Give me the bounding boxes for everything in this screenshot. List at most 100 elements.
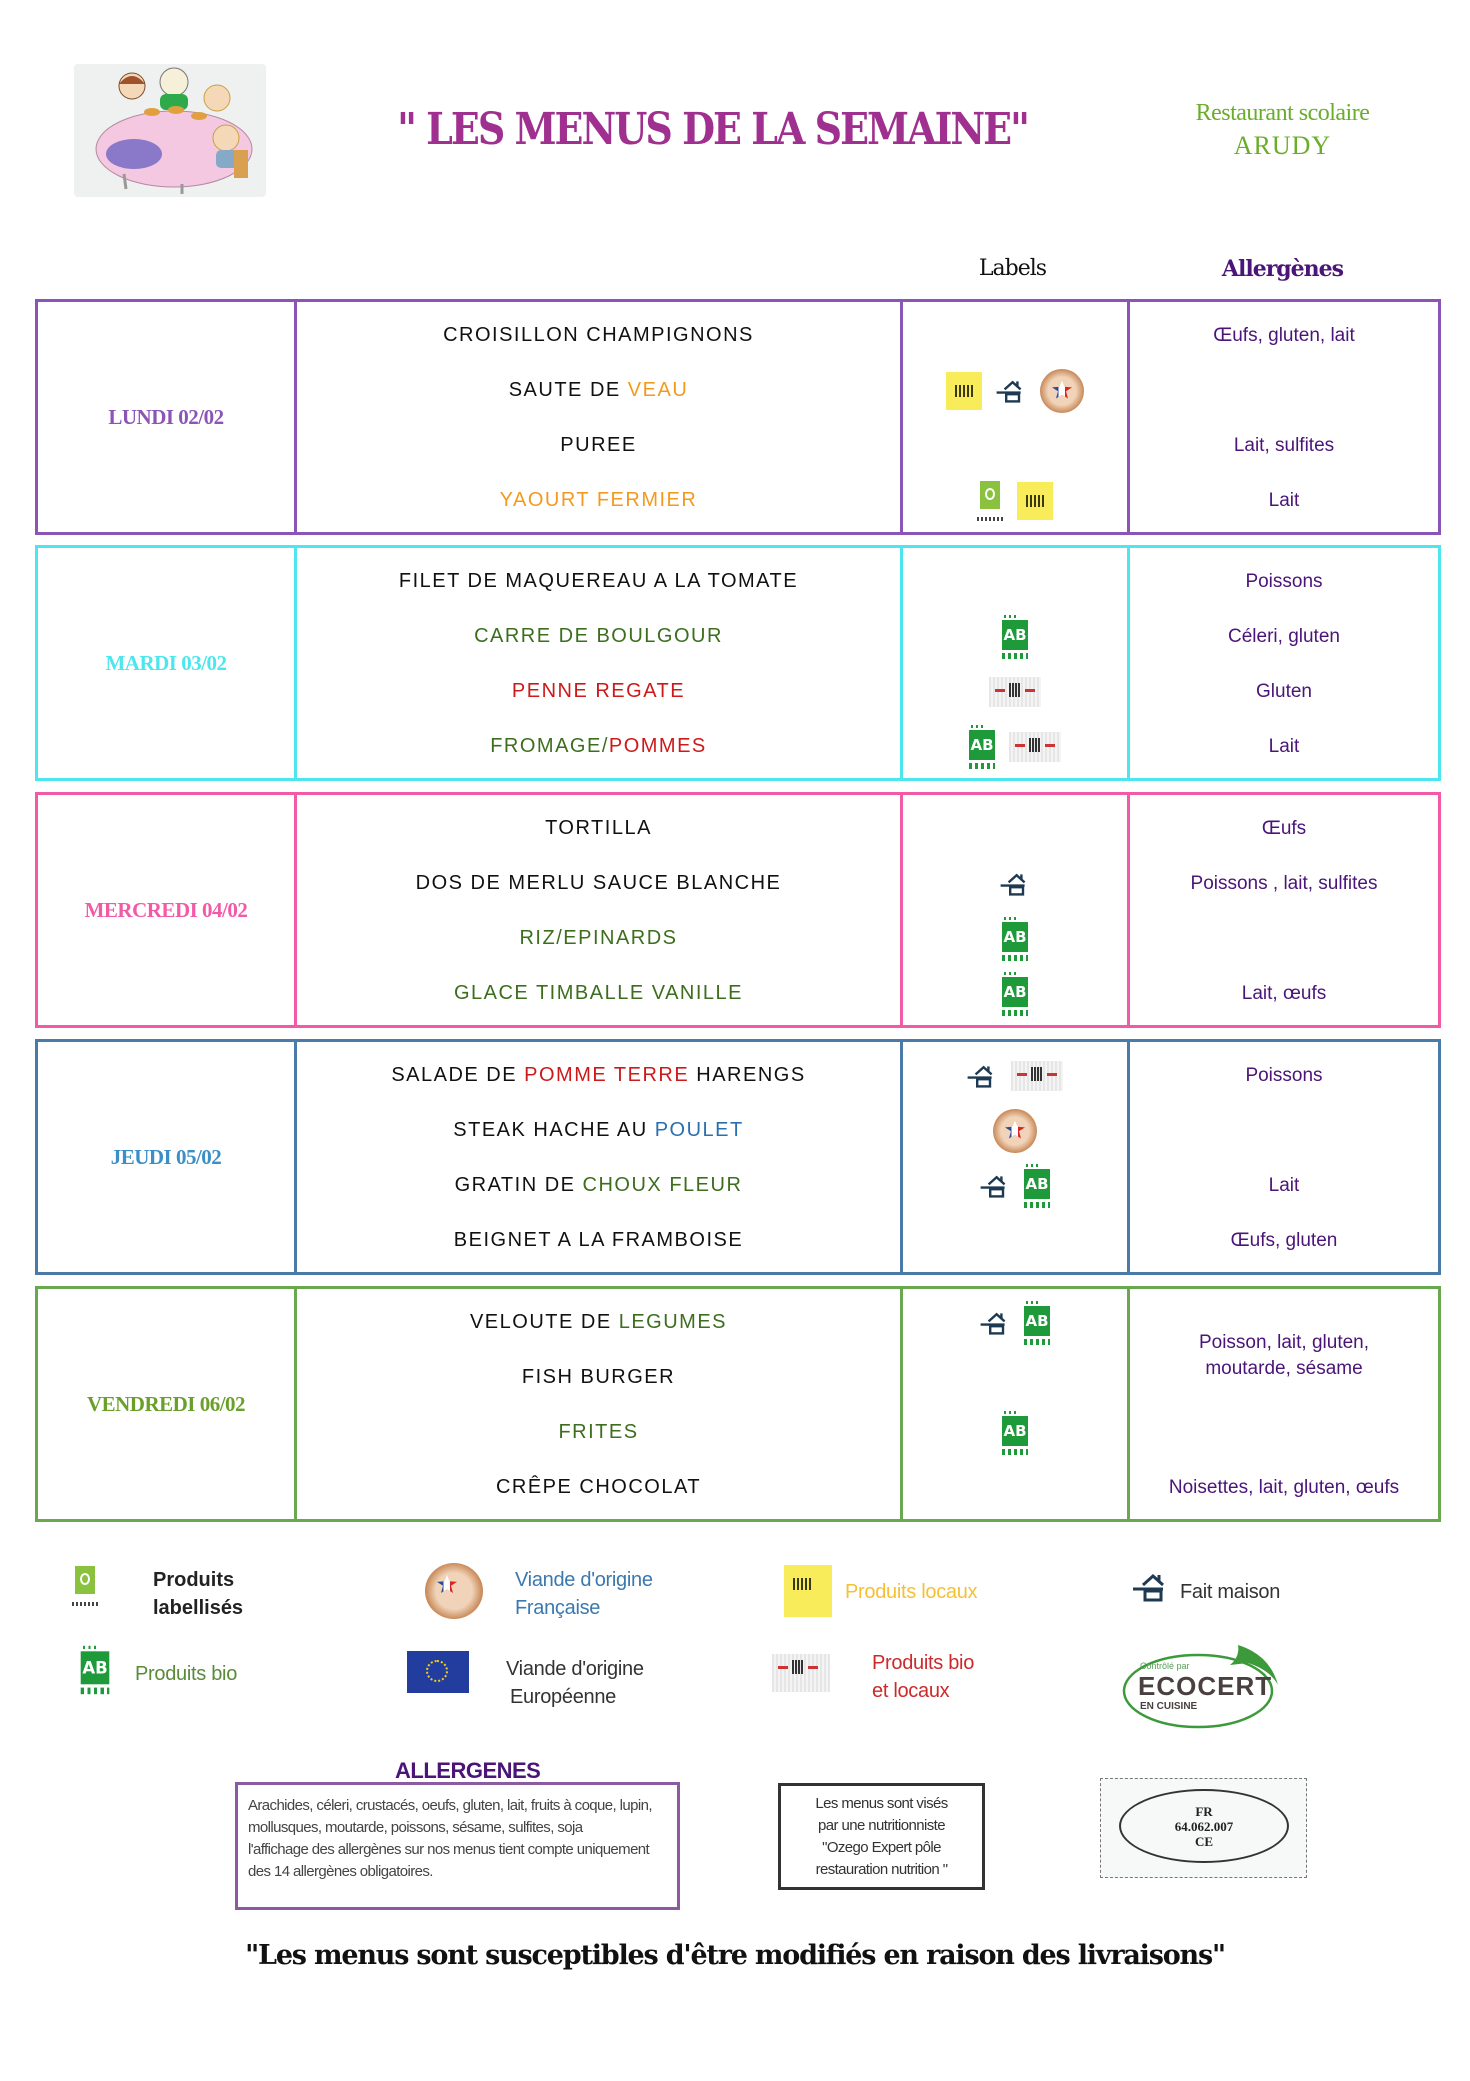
dish-allergens: Noisettes, lait, gluten, œufs — [1168, 1476, 1400, 1498]
dish-allergens: Poissons — [1245, 570, 1323, 592]
legend-viande-fr-line2: Française — [515, 1597, 601, 1619]
fait-maison-icon — [980, 1174, 1010, 1198]
dish-name-part: STEAK HACHE AU — [453, 1119, 655, 1141]
day-name: MARDI 03/02 — [38, 548, 297, 778]
dish-name-part: CRÊPE CHOCOLAT — [495, 1476, 702, 1498]
eu-flag-icon — [407, 1651, 469, 1693]
legend-viande-fr-text: Viande d'origine Française — [515, 1566, 653, 1622]
dish-allergens: Poissons — [1245, 1064, 1323, 1086]
sanitary-approval-stamp: FR 64.062.007 CE — [1100, 1778, 1307, 1878]
fait-maison-icon — [1000, 872, 1030, 896]
day-name: MERCREDI 04/02 — [38, 795, 297, 1025]
bio-local-icon — [989, 676, 1041, 707]
dish-labels: AB — [903, 721, 1127, 773]
bio-icon: AB — [1002, 1410, 1028, 1455]
header-illustration — [74, 64, 266, 197]
dish-labels — [903, 556, 1127, 608]
ecocert-swallow-icon — [1122, 1645, 1278, 1729]
legend-labellise — [72, 1564, 98, 1613]
legend-viande-eu-line2: Européenne — [510, 1686, 616, 1708]
legend-viande-fr — [425, 1563, 483, 1624]
legend-local-text: Produits locaux — [845, 1581, 978, 1603]
dish-name-part: PENNE REGATE — [511, 680, 686, 702]
dish-row: FISH BURGER — [297, 1352, 900, 1404]
dish-allergens: Poisson, lait, gluten, moutarde, sésame — [1198, 1331, 1370, 1379]
allergens-column-header: Allergènes — [1221, 256, 1344, 282]
dish-name-part: SAUTE DE — [508, 379, 628, 401]
dish-row: STEAK HACHE AU POULET — [297, 1105, 900, 1157]
bio-local-icon — [1009, 731, 1061, 762]
restaurant-name: Restaurant scolaire ARUDY — [1160, 100, 1405, 161]
dish-labels: AB — [903, 611, 1127, 663]
bio-icon: AB — [969, 724, 995, 769]
legend-local — [784, 1565, 832, 1622]
stamp-number: 64.062.007 — [1174, 1818, 1234, 1834]
fait-maison-icon — [967, 1064, 997, 1088]
labels-column — [903, 302, 1130, 532]
dish-name-part: YAOURT FERMIER — [499, 489, 698, 511]
nutritionist-line1: Les menus sont visés — [815, 1794, 948, 1812]
labellise-icon — [72, 1564, 98, 1608]
legend-bio: AB — [80, 1645, 110, 1697]
dish-labels — [903, 1352, 1127, 1404]
dish-row: VELOUTE DE LEGUMES — [297, 1297, 900, 1349]
dish-row: DOS DE MERLU SAUCE BLANCHE — [297, 858, 900, 910]
labels-column: AB AB — [903, 548, 1130, 778]
dish-name-part: DOS DE MERLU SAUCE BLANCHE — [415, 872, 782, 894]
day-name: VENDREDI 06/02 — [38, 1289, 297, 1519]
dish-name-part: RIZ/EPINARDS — [519, 927, 678, 949]
local-icon — [784, 1565, 832, 1617]
legend-bio-text: Produits bio — [135, 1663, 238, 1685]
dish-row: CARRE DE BOULGOUR — [297, 611, 900, 663]
dish-labels — [903, 666, 1127, 718]
dish-name-part: POMMES — [608, 735, 707, 757]
legend-bio-local-line1: Produits bio — [872, 1652, 975, 1674]
dish-row: CRÊPE CHOCOLAT — [297, 1462, 900, 1514]
dish-allergens: Céleri, gluten — [1228, 625, 1340, 647]
allergens-note: l'affichage des allergènes sur nos menus… — [248, 1841, 650, 1880]
legend-viande-eu-text: Viande d'origine Européenne — [506, 1655, 644, 1711]
legend-bio-local — [772, 1654, 830, 1697]
legend-bio-local-text: Produits bio et locaux — [872, 1649, 974, 1705]
bio-icon: AB — [1002, 916, 1028, 961]
dish-name-part: SALADE DE — [391, 1064, 525, 1086]
ecocert-logo: Contrôlé par ECOCERT EN CUISINE — [1120, 1635, 1295, 1731]
dish-allergens: Lait, œufs — [1241, 982, 1327, 1004]
dish-row: PENNE REGATE — [297, 666, 900, 718]
labels-column: AB AB — [903, 795, 1130, 1025]
local-icon — [946, 371, 982, 410]
stamp-ce: CE — [1194, 1833, 1214, 1849]
bio-local-icon — [1011, 1060, 1063, 1091]
legend-viande-fr-line1: Viande d'origine — [515, 1569, 653, 1591]
dish-allergens: Œufs, gluten — [1230, 1229, 1338, 1251]
dish-row: FRITES — [297, 1407, 900, 1459]
legend-labellise-text: Produits labellisés — [153, 1566, 243, 1622]
footer-disclaimer: "Les menus sont susceptibles d'être modi… — [245, 1940, 1226, 1971]
dish-labels: AB — [903, 1407, 1127, 1459]
dish-row: FROMAGE/POMMES — [297, 721, 900, 773]
dish-allergens: Lait — [1268, 1174, 1300, 1196]
bio-icon: AB — [80, 1645, 110, 1695]
ecocert-sub: EN CUISINE — [1140, 1701, 1198, 1712]
ecocert-name: ECOCERT — [1138, 1671, 1273, 1701]
dish-name-part: VEAU — [627, 379, 689, 401]
dish-labels — [903, 1215, 1127, 1267]
dish-name-part: POULET — [654, 1119, 744, 1141]
bio-icon: AB — [1002, 971, 1028, 1016]
local-icon — [1017, 481, 1053, 520]
dish-labels — [903, 365, 1127, 417]
dish-labels — [903, 310, 1127, 362]
legend-labellise-line2: labellisés — [153, 1597, 244, 1619]
dish-labels — [903, 858, 1127, 910]
labels-column: AB — [903, 1042, 1130, 1272]
nutritionist-line3: "Ozego Expert pôle — [822, 1838, 941, 1856]
viande-francaise-icon — [425, 1563, 483, 1619]
restaurant-type: Restaurant scolaire — [1195, 100, 1370, 126]
dish-name-part: CROISILLON CHAMPIGNONS — [443, 324, 754, 346]
nutritionist-box: Les menus sont visés par une nutritionni… — [778, 1783, 985, 1890]
